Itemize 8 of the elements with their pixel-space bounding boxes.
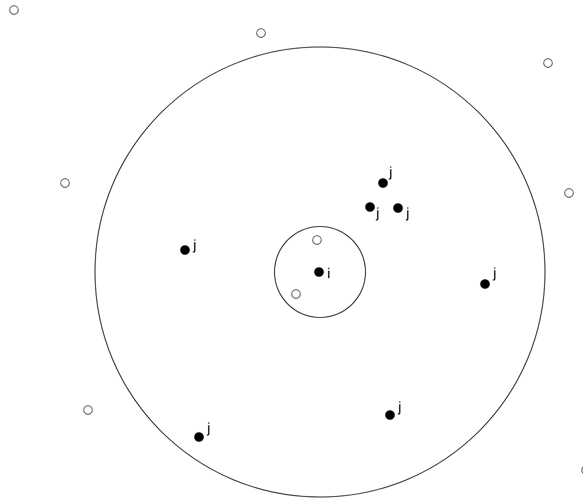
point-label: j <box>398 401 400 415</box>
point-label: j <box>206 422 210 436</box>
point-label: j <box>376 207 378 221</box>
point-label: j <box>192 239 196 253</box>
point-label: j <box>406 207 408 221</box>
point-label: j <box>492 267 496 281</box>
point-label: j <box>388 166 392 180</box>
point-label: i <box>328 268 330 278</box>
